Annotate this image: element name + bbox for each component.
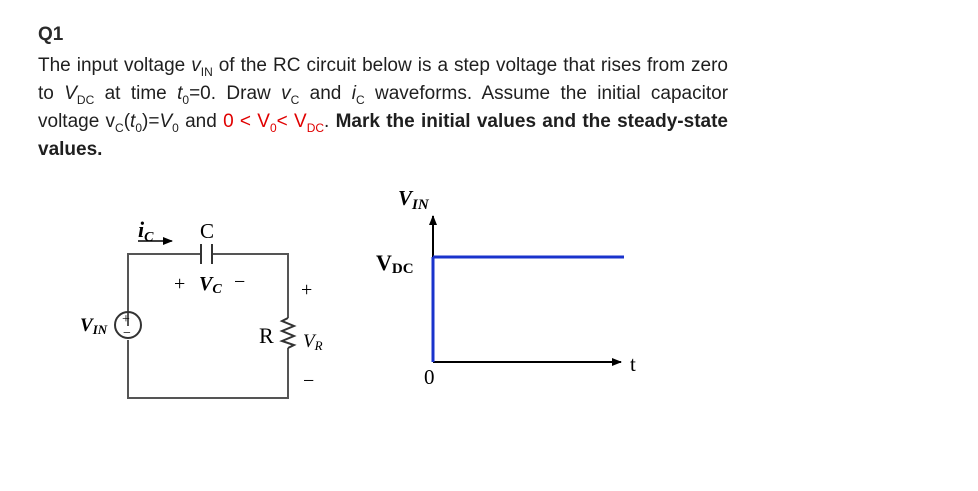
vdc-symbol: V — [64, 83, 77, 104]
capacitor-label: C — [200, 219, 214, 243]
cond-open: ( — [123, 111, 131, 132]
origin-label: 0 — [424, 365, 435, 389]
vc-minus-sign: − — [234, 271, 245, 293]
resistor-zigzag — [279, 317, 297, 349]
period: . — [324, 111, 330, 132]
ineq-mid: < V — [276, 111, 307, 132]
text-line2-d: and — [299, 83, 352, 104]
source-minus-sign: − — [123, 326, 131, 341]
wire-top-right — [213, 253, 289, 318]
wire-top-left — [127, 253, 200, 326]
x-axis-label: t — [630, 352, 636, 376]
text-line2-b: at time — [94, 83, 178, 104]
ic-subscript: C — [355, 92, 365, 107]
vc-plus-sign: + — [174, 273, 185, 295]
cond-close: )= — [142, 111, 160, 132]
vin-subscript: IN — [200, 64, 213, 79]
inequality: 0 < V0< VDC — [223, 111, 325, 135]
cond-V-sub: 0 — [172, 120, 179, 135]
t0-subscript: 0 — [182, 92, 190, 107]
vdc-level-label: VDC — [376, 250, 414, 277]
text-line1-a: The input voltage — [38, 55, 192, 76]
bold-instruction: Mark the initial values and the steady-s… — [38, 111, 728, 160]
resistor-label: R — [259, 323, 274, 348]
vc-symbol: v — [281, 83, 291, 104]
text-and: and — [178, 111, 224, 132]
text-line2-c: =0. Draw — [189, 83, 282, 104]
question-text: The input voltage vIN of the RC circuit … — [38, 52, 728, 164]
text-line2-e: waveforms. Assume the initial capacitor … — [38, 83, 729, 132]
t0-symbol: t — [177, 83, 183, 104]
cond-t-sub: 0 — [135, 120, 143, 135]
vc-label: VC — [199, 273, 222, 297]
ic-symbol: i — [351, 83, 356, 104]
ineq-sub: 0 — [269, 120, 277, 135]
current-label: iC — [138, 217, 154, 245]
question-number: Q1 — [38, 24, 64, 45]
cond-t: t — [130, 111, 136, 132]
text-line1-b: of the RC circuit below is a step voltag… — [38, 55, 728, 104]
source-plus-sign: + — [122, 312, 130, 327]
vc-subscript: C — [290, 92, 300, 107]
ineq-start: 0 < V — [223, 111, 270, 132]
vr-label: VR — [303, 331, 323, 353]
cond-v: v — [105, 111, 116, 132]
y-axis-label: VIN — [398, 186, 430, 213]
cond-V: V — [159, 111, 173, 132]
ineq-sub2: DC — [306, 120, 325, 135]
vin-label: VIN — [80, 315, 108, 337]
wire-bottom — [127, 340, 289, 399]
vin-symbol: v — [191, 55, 201, 76]
vin-graph — [429, 215, 624, 366]
cond-v-sub: C — [115, 120, 124, 135]
vr-minus-sign: − — [303, 370, 314, 392]
vr-plus-sign: + — [301, 279, 312, 301]
rc-circuit — [114, 244, 297, 399]
voltage-source-symbol — [114, 311, 142, 339]
vdc-subscript: DC — [76, 92, 95, 107]
